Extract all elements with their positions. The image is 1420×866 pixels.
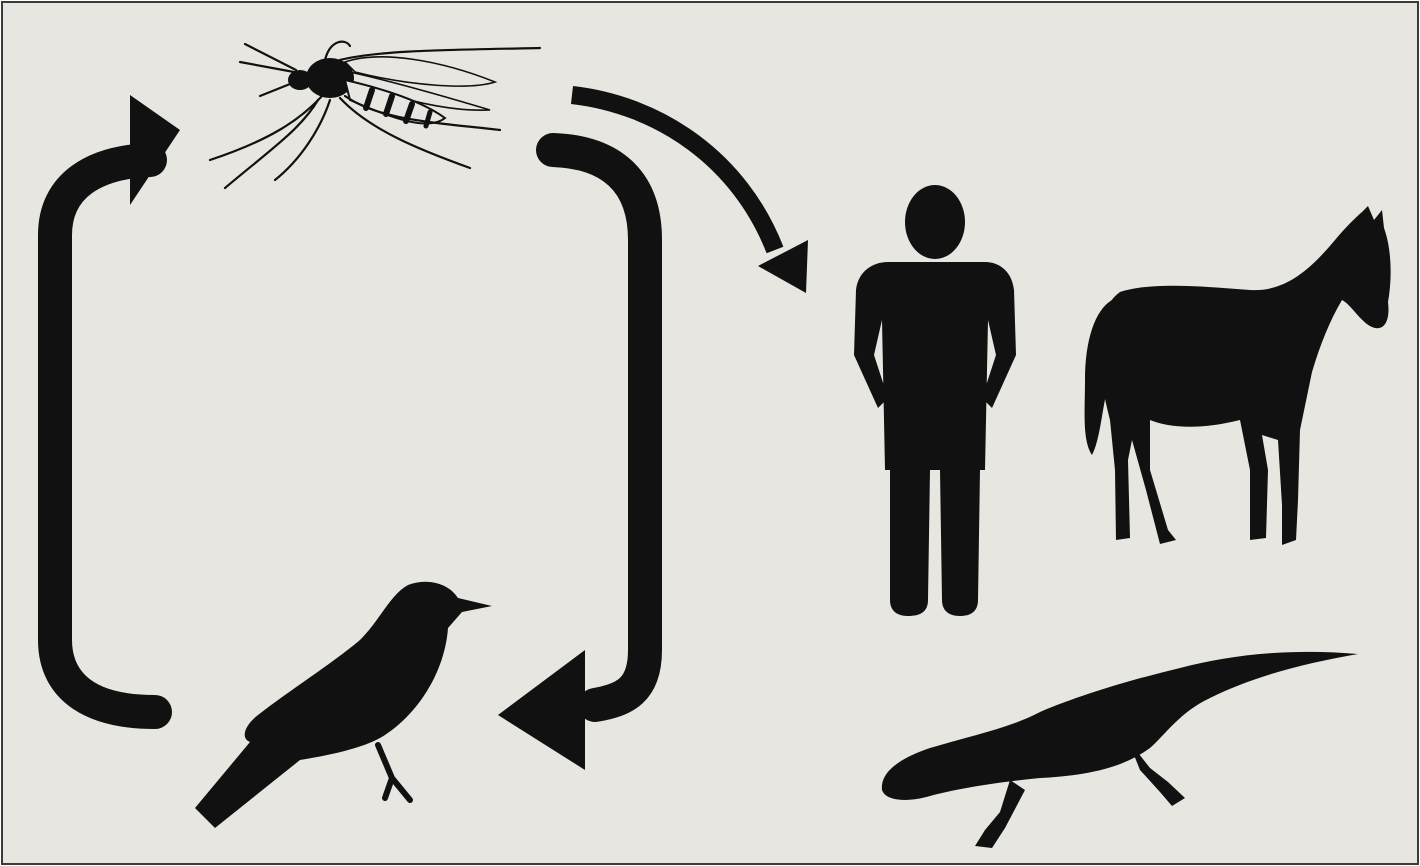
- diagram-canvas: [0, 0, 1420, 866]
- diagram-panel: [2, 2, 1418, 864]
- transmission-cycle-diagram: [0, 0, 1420, 866]
